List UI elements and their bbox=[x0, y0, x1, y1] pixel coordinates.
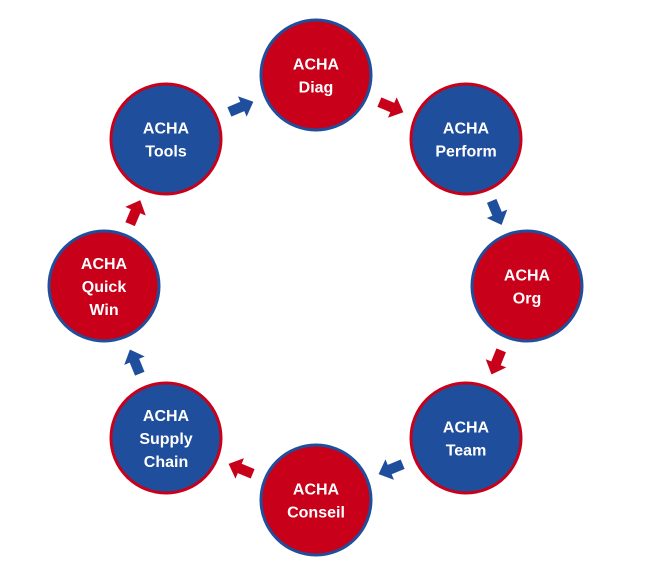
node-tools: ACHA Tools bbox=[109, 82, 223, 196]
node-label-quick-win-0: ACHA bbox=[81, 256, 128, 273]
node-team: ACHA Team bbox=[409, 381, 523, 495]
arrow-tools-to-diag-icon bbox=[226, 94, 255, 119]
node-circle-supply-chain bbox=[109, 381, 223, 495]
node-label-conseil-0: ACHA bbox=[293, 482, 340, 499]
node-label-tools-1: Tools bbox=[145, 144, 187, 161]
arrow-diag-to-perform-icon bbox=[376, 95, 405, 120]
node-circle-quick-win bbox=[47, 229, 161, 343]
node-circle-org bbox=[470, 229, 584, 343]
node-org: ACHA Org bbox=[470, 229, 584, 343]
node-label-team-1: Team bbox=[446, 443, 487, 460]
node-label-supply-chain-1: Supply bbox=[139, 431, 192, 448]
node-label-diag-0: ACHA bbox=[293, 57, 340, 74]
arrow-conseil-to-supply-chain-icon bbox=[227, 456, 256, 481]
node-label-perform-0: ACHA bbox=[443, 121, 490, 138]
node-perform: ACHA Perform bbox=[409, 82, 523, 196]
arrow-supply-chain-to-quick-win-icon bbox=[122, 348, 147, 377]
node-label-perform-1: Perform bbox=[435, 144, 496, 161]
node-label-org-0: ACHA bbox=[504, 268, 551, 285]
node-circle-diag bbox=[259, 18, 373, 132]
node-circle-perform bbox=[409, 82, 523, 196]
node-circle-team bbox=[409, 381, 523, 495]
node-label-conseil-1: Conseil bbox=[287, 505, 345, 522]
node-label-quick-win-1: Quick bbox=[82, 279, 127, 296]
arrow-team-to-conseil-icon bbox=[377, 457, 406, 482]
nodes-layer: ACHADiagACHAPerformACHAOrgACHATeamACHACo… bbox=[47, 18, 584, 557]
node-label-supply-chain-2: Chain bbox=[144, 454, 188, 471]
node-label-supply-chain-0: ACHA bbox=[143, 408, 190, 425]
node-conseil: ACHA Conseil bbox=[259, 443, 373, 557]
arrow-perform-to-org-icon bbox=[484, 197, 509, 226]
node-circle-conseil bbox=[259, 443, 373, 557]
node-label-tools-0: ACHA bbox=[143, 121, 190, 138]
arrow-quick-win-to-tools-icon bbox=[123, 199, 148, 228]
node-label-quick-win-2: Win bbox=[89, 302, 118, 319]
node-diag: ACHA Diag bbox=[259, 18, 373, 132]
arrows-layer bbox=[122, 94, 509, 482]
arrow-org-to-team-icon bbox=[484, 347, 509, 376]
node-label-diag-1: Diag bbox=[299, 80, 334, 97]
node-label-team-0: ACHA bbox=[443, 420, 490, 437]
node-label-org-1: Org bbox=[513, 291, 541, 308]
node-circle-tools bbox=[109, 82, 223, 196]
